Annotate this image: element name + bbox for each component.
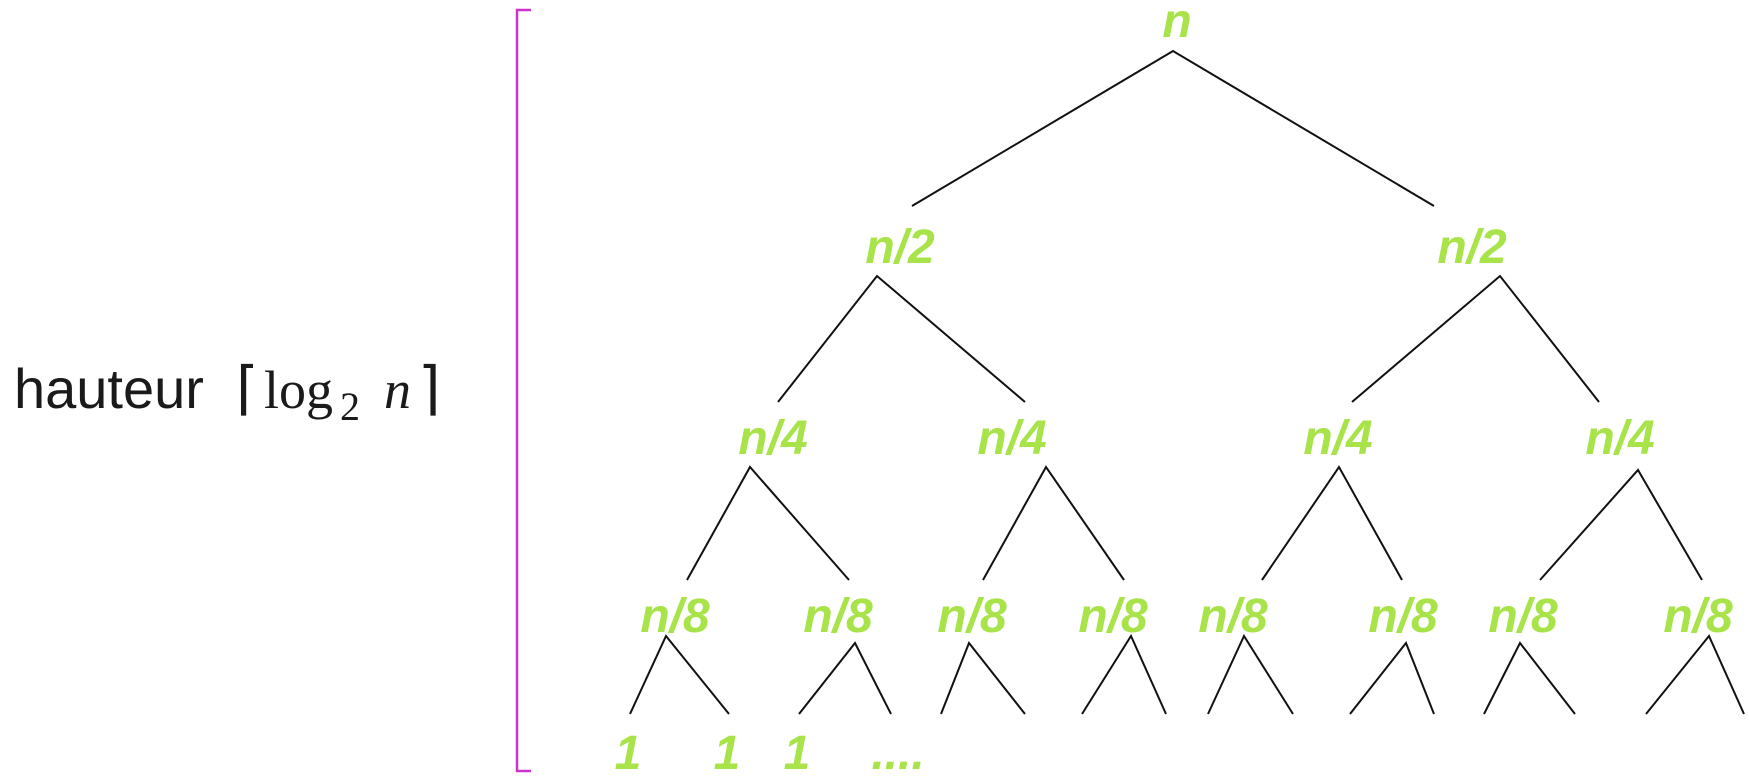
edges-eighth-4: [1081, 633, 1167, 715]
node-leaf: 1: [714, 727, 741, 776]
node-root: n: [1162, 0, 1191, 48]
node-level1: n/2: [1437, 221, 1507, 274]
node-leaf-ellipsis: ....: [871, 727, 924, 776]
edges-eighth-5: [1207, 633, 1294, 715]
edges-eighth-8: [1645, 634, 1745, 715]
edges-root: [911, 49, 1435, 207]
log-text: log: [264, 360, 333, 420]
log-base: 2: [340, 384, 360, 429]
node-level3: n/8: [1078, 590, 1148, 643]
ceil-right-symbol: ⌉: [418, 356, 441, 421]
height-bracket: [515, 8, 531, 773]
node-level2: n/4: [1585, 412, 1654, 465]
edges-eighth-1: [629, 634, 730, 715]
tree-nodes: n n/2 n/2 n/4 n/4 n/4 n/4 n/8 n/8 n/8 n/…: [615, 0, 1733, 776]
node-leaf: 1: [784, 727, 811, 776]
edges-quarter-3: [1261, 465, 1403, 581]
node-level1: n/2: [865, 221, 935, 274]
node-level2: n/4: [738, 412, 807, 465]
edges-eighth-3: [940, 641, 1026, 715]
node-level2: n/4: [1303, 412, 1372, 465]
height-annotation: hauteur ⌈ log 2 n ⌉: [14, 356, 441, 429]
edges-eighth-6: [1349, 641, 1435, 715]
node-level3: n/8: [640, 590, 710, 643]
node-level3: n/8: [1488, 590, 1558, 643]
node-leaf: 1: [615, 727, 642, 776]
edges-eighth-7: [1483, 641, 1576, 715]
node-level2: n/4: [977, 412, 1046, 465]
edges-right-half: [1351, 274, 1600, 403]
log-variable: n: [384, 360, 411, 420]
node-level3: n/8: [803, 590, 873, 643]
node-level3: n/8: [1198, 590, 1268, 643]
node-level3: n/8: [1663, 590, 1733, 643]
edges-quarter-2: [982, 465, 1125, 581]
node-level3: n/8: [1368, 590, 1438, 643]
edges-left-half: [777, 274, 1026, 403]
ceil-left-symbol: ⌈: [236, 356, 259, 421]
node-level3: n/8: [937, 590, 1007, 643]
edges-quarter-1: [686, 465, 850, 581]
height-label-word: hauteur: [14, 357, 204, 420]
edges-eighth-2: [798, 641, 892, 715]
edges-quarter-4: [1539, 468, 1703, 581]
tree-edges: [629, 49, 1745, 715]
